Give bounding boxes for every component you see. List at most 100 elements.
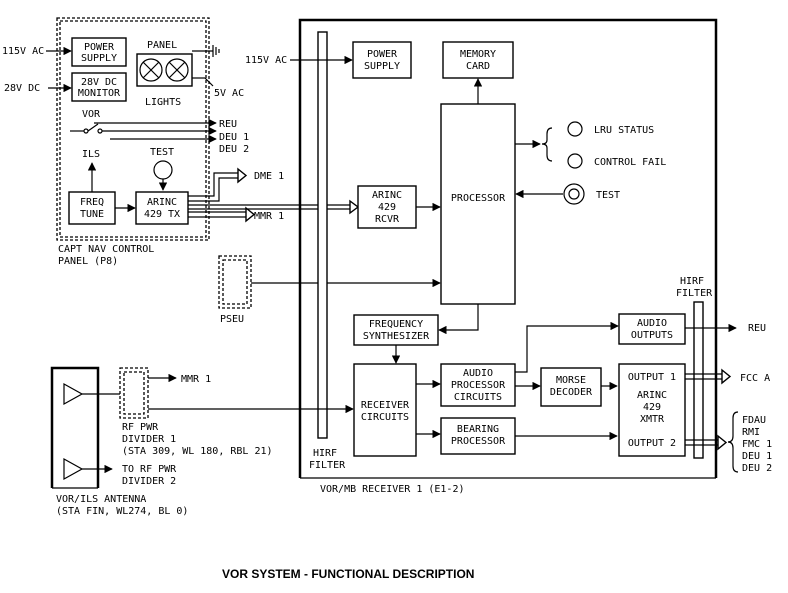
rx-memory-card-l1: MEMORY — [460, 49, 496, 60]
cp-mmr-label: MMR 1 — [254, 211, 284, 222]
rx-audio-proc-l2: PROCESSOR — [451, 380, 506, 391]
rx-fcc-label: FCC A — [740, 373, 770, 384]
cp-vor-ils-switch — [87, 123, 99, 132]
rx-arinc-rcvr-l2: 429 — [378, 202, 396, 213]
pseu-outline-inner — [222, 259, 248, 305]
cp-power-supply-l1: POWER — [84, 42, 115, 53]
rf-divider-outline — [119, 367, 149, 419]
rx-test-button-icon — [563, 183, 585, 205]
out2-deu1: DEU 1 — [742, 451, 772, 462]
diagram-caption: VOR SYSTEM - FUNCTIONAL DESCRIPTION — [222, 567, 474, 581]
cp-115v-label: 115V AC — [2, 46, 44, 57]
rx-audio-outputs-box — [618, 313, 686, 345]
rx-processor-label: PROCESSOR — [451, 193, 506, 204]
rx-memory-card-l2: CARD — [466, 61, 490, 72]
cp-title-l1: CAPT NAV CONTROL — [58, 244, 154, 255]
rx-audio-proc-l3: CIRCUITS — [454, 392, 502, 403]
cp-panel-label: PANEL — [147, 40, 177, 51]
rx-power-supply-box — [352, 41, 412, 79]
rf-divider-outline-inner — [123, 371, 145, 415]
out2-deu2: DEU 2 — [742, 463, 772, 474]
rx-bearing-proc-box — [440, 417, 516, 455]
control-fail-lamp-icon — [567, 153, 583, 169]
control-panel-outline-inner — [59, 20, 207, 238]
outputs2-brace — [727, 411, 739, 473]
rx-power-supply-l1: POWER — [367, 49, 398, 60]
receiver-outline — [298, 18, 718, 478]
hirf-left-l2: FILTER — [309, 460, 346, 471]
cp-light-1-icon — [139, 58, 163, 82]
rx-xmtr-l2: ARINC — [637, 390, 667, 401]
cp-ils-label: ILS — [82, 149, 100, 160]
hirf-right-l2: FILTER — [676, 288, 713, 299]
rx-bearing-proc-l2: PROCESSOR — [451, 436, 506, 447]
cp-freq-tune-box — [68, 191, 116, 225]
lru-status-label: LRU STATUS — [594, 125, 654, 136]
rx-xmtr-output1: OUTPUT 1 — [628, 372, 676, 383]
hirf-left-l1: HIRF — [313, 448, 337, 459]
rx-freq-synth-box — [353, 314, 439, 346]
lru-status-lamp-icon — [567, 121, 583, 137]
antenna-element-1-icon — [63, 382, 84, 406]
rx-morse-decoder-l2: DECODER — [550, 387, 593, 398]
rx-receiver-circuits-box — [353, 363, 417, 457]
rx-arinc-rcvr-l1: ARINC — [372, 190, 402, 201]
cp-arinc-tx-l1: ARINC — [147, 197, 177, 208]
out2-rmi: RMI — [742, 427, 760, 438]
rx-freq-synth-l2: SYNTHESIZER — [363, 331, 430, 342]
cp-dc-monitor-l2: MONITOR — [78, 88, 121, 99]
rx-receiver-circuits-l1: RECEIVER — [361, 400, 410, 411]
rx-arinc-rcvr-l3: RCVR — [375, 214, 400, 225]
rx-arinc-rcvr-box — [357, 185, 417, 229]
hirf-right-l1: HIRF — [680, 276, 704, 287]
rx-xmtr-l3: 429 — [643, 402, 661, 413]
rx-morse-decoder-box — [540, 367, 602, 407]
rx-freq-synth-l1: FREQUENCY — [369, 319, 423, 330]
cp-arinc-tx-l2: 429 TX — [144, 209, 180, 220]
rx-xmtr-output2: OUTPUT 2 — [628, 438, 676, 449]
pseu-outline — [218, 255, 252, 309]
rx-bearing-proc-l1: BEARING — [457, 424, 499, 435]
cp-light-2-icon — [165, 58, 189, 82]
rf-divider-l3: (STA 309, WL 180, RBL 21) — [122, 446, 273, 457]
cp-freq-tune-l1: FREQ — [80, 197, 104, 208]
rx-processor-box — [440, 103, 516, 305]
to-divider-l2: DIVIDER 2 — [122, 476, 176, 487]
rf-divider-l1: RF PWR — [122, 422, 159, 433]
control-fail-label: CONTROL FAIL — [594, 157, 666, 168]
cp-test-button-icon — [153, 160, 173, 180]
pseu-label: PSEU — [220, 314, 244, 325]
cp-vor-label: VOR — [82, 109, 101, 120]
rx-test-label: TEST — [596, 190, 620, 201]
antenna-title-l2: (STA FIN, WL274, BL 0) — [56, 506, 188, 517]
rf-divider-l2: DIVIDER 1 — [122, 434, 176, 445]
receiver-title: VOR/MB RECEIVER 1 (E1-2) — [320, 484, 465, 495]
rx-audio-outputs-l1: AUDIO — [637, 318, 667, 329]
rx-xmtr-l4: XMTR — [640, 414, 665, 425]
cp-lights-label: LIGHTS — [145, 97, 181, 108]
cp-5v-label: 5V AC — [214, 88, 244, 99]
cp-freq-tune-l2: TUNE — [80, 209, 104, 220]
rx-reu-label: REU — [748, 323, 766, 334]
cp-power-supply-box — [71, 37, 127, 67]
to-divider-l1: TO RF PWR — [122, 464, 177, 475]
cp-arinc-tx-box — [135, 191, 189, 225]
antenna-element-2-icon — [63, 457, 84, 481]
cp-28v-label: 28V DC — [4, 83, 40, 94]
antenna-title-l1: VOR/ILS ANTENNA — [56, 494, 146, 505]
rx-power-supply-l2: SUPPLY — [364, 61, 400, 72]
cp-power-supply-l2: SUPPLY — [81, 53, 117, 64]
hirf-filter-right — [693, 301, 704, 459]
antenna-outline — [50, 366, 100, 488]
cp-dc-monitor-box — [71, 72, 127, 102]
rx-audio-proc-box — [440, 363, 516, 407]
rx-receiver-circuits-l2: CIRCUITS — [361, 412, 409, 423]
cp-reu-label: REU — [219, 119, 237, 130]
hirf-filter-left — [317, 31, 328, 439]
out2-fmc1: FMC 1 — [742, 439, 772, 450]
cp-test-label: TEST — [150, 147, 174, 158]
cp-dme-label: DME 1 — [254, 171, 284, 182]
status-brace — [541, 127, 553, 162]
cp-dc-monitor-l1: 28V DC — [81, 77, 117, 88]
